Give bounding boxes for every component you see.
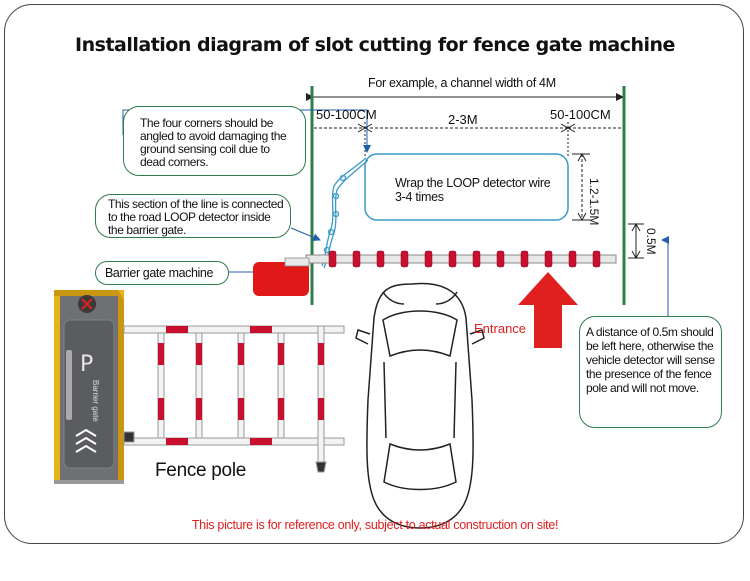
corners-callout: The four corners should be angled to avo…: [123, 106, 306, 176]
entrance-arrow: [518, 272, 578, 348]
machine-panel-text: Barrier gate: [91, 380, 100, 422]
segment-dimensions: [314, 122, 622, 158]
barrier-callout: Barrier gate machine: [95, 261, 229, 285]
entrance-label: Entrance: [474, 321, 527, 336]
barrier-callout-text: Barrier gate machine: [105, 266, 214, 280]
distance-callout: A distance of 0.5m should be left here, …: [579, 316, 722, 428]
machine-p-label: P: [80, 352, 94, 377]
middle-width-label: 2-3M: [448, 112, 478, 127]
gap-label: 0.5M: [644, 228, 658, 255]
distance-callout-text: A distance of 0.5m should be left here, …: [586, 325, 715, 395]
fence-pole-structure: [123, 325, 345, 473]
gap-dimension: [628, 222, 644, 260]
lead-wire: [321, 157, 369, 269]
diagram-frame: [4, 4, 744, 544]
loop-coil: [364, 153, 569, 221]
section-callout-text: This section of the line is connected to…: [108, 197, 284, 237]
corners-callout-text: The four corners should be angled to avo…: [140, 116, 287, 169]
diagram-title: Installation diagram of slot cutting for…: [75, 34, 675, 56]
channel-width-label: For example, a channel width of 4M: [368, 76, 556, 90]
car-icon: [355, 282, 485, 529]
loop-height-label: 1.2-1.5M: [587, 178, 601, 226]
barrier-gate-machine: [54, 290, 124, 484]
left-width-label: 50-100CM: [316, 107, 377, 122]
section-callout: This section of the line is connected to…: [95, 194, 291, 238]
loop-height-dimension: [572, 152, 590, 222]
footer-note: This picture is for reference only, subj…: [191, 518, 559, 532]
fence-pole-label: Fence pole: [155, 460, 247, 481]
barrier-machine-topview: [253, 257, 310, 296]
loop-label: Wrap the LOOP detector wire 3-4 times: [395, 176, 551, 204]
barrier-arm: [305, 250, 617, 268]
right-width-label: 50-100CM: [550, 107, 611, 122]
